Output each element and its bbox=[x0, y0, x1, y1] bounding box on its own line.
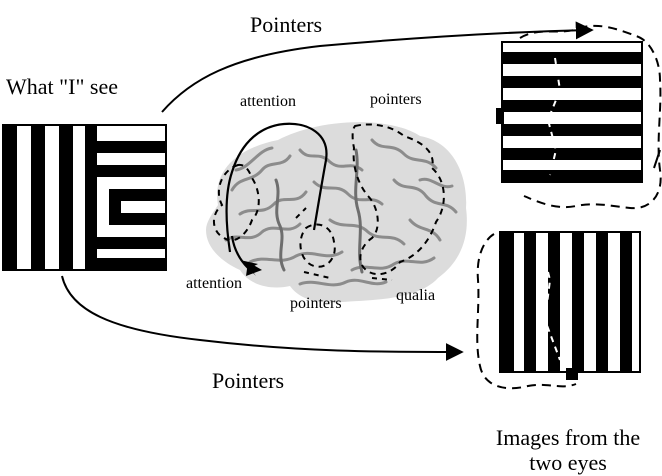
attention-label-bottom: attention bbox=[186, 276, 242, 292]
attention-label-top: attention bbox=[240, 94, 296, 110]
what-i-see-label: What "I" see bbox=[6, 76, 118, 98]
qualia-label: qualia bbox=[396, 288, 435, 304]
brain-illustration bbox=[206, 122, 467, 302]
pointers-brain-label-bottom: pointers bbox=[290, 296, 342, 312]
images-caption: Images from the two eyes bbox=[478, 426, 658, 475]
eye-image-horizontal bbox=[496, 42, 642, 182]
perceived-image bbox=[3, 125, 166, 270]
eye-image-vertical bbox=[500, 232, 640, 380]
pointers-label-top: Pointers bbox=[250, 14, 322, 36]
pointers-label-bottom: Pointers bbox=[212, 370, 284, 392]
pointers-brain-label-top: pointers bbox=[370, 92, 422, 108]
